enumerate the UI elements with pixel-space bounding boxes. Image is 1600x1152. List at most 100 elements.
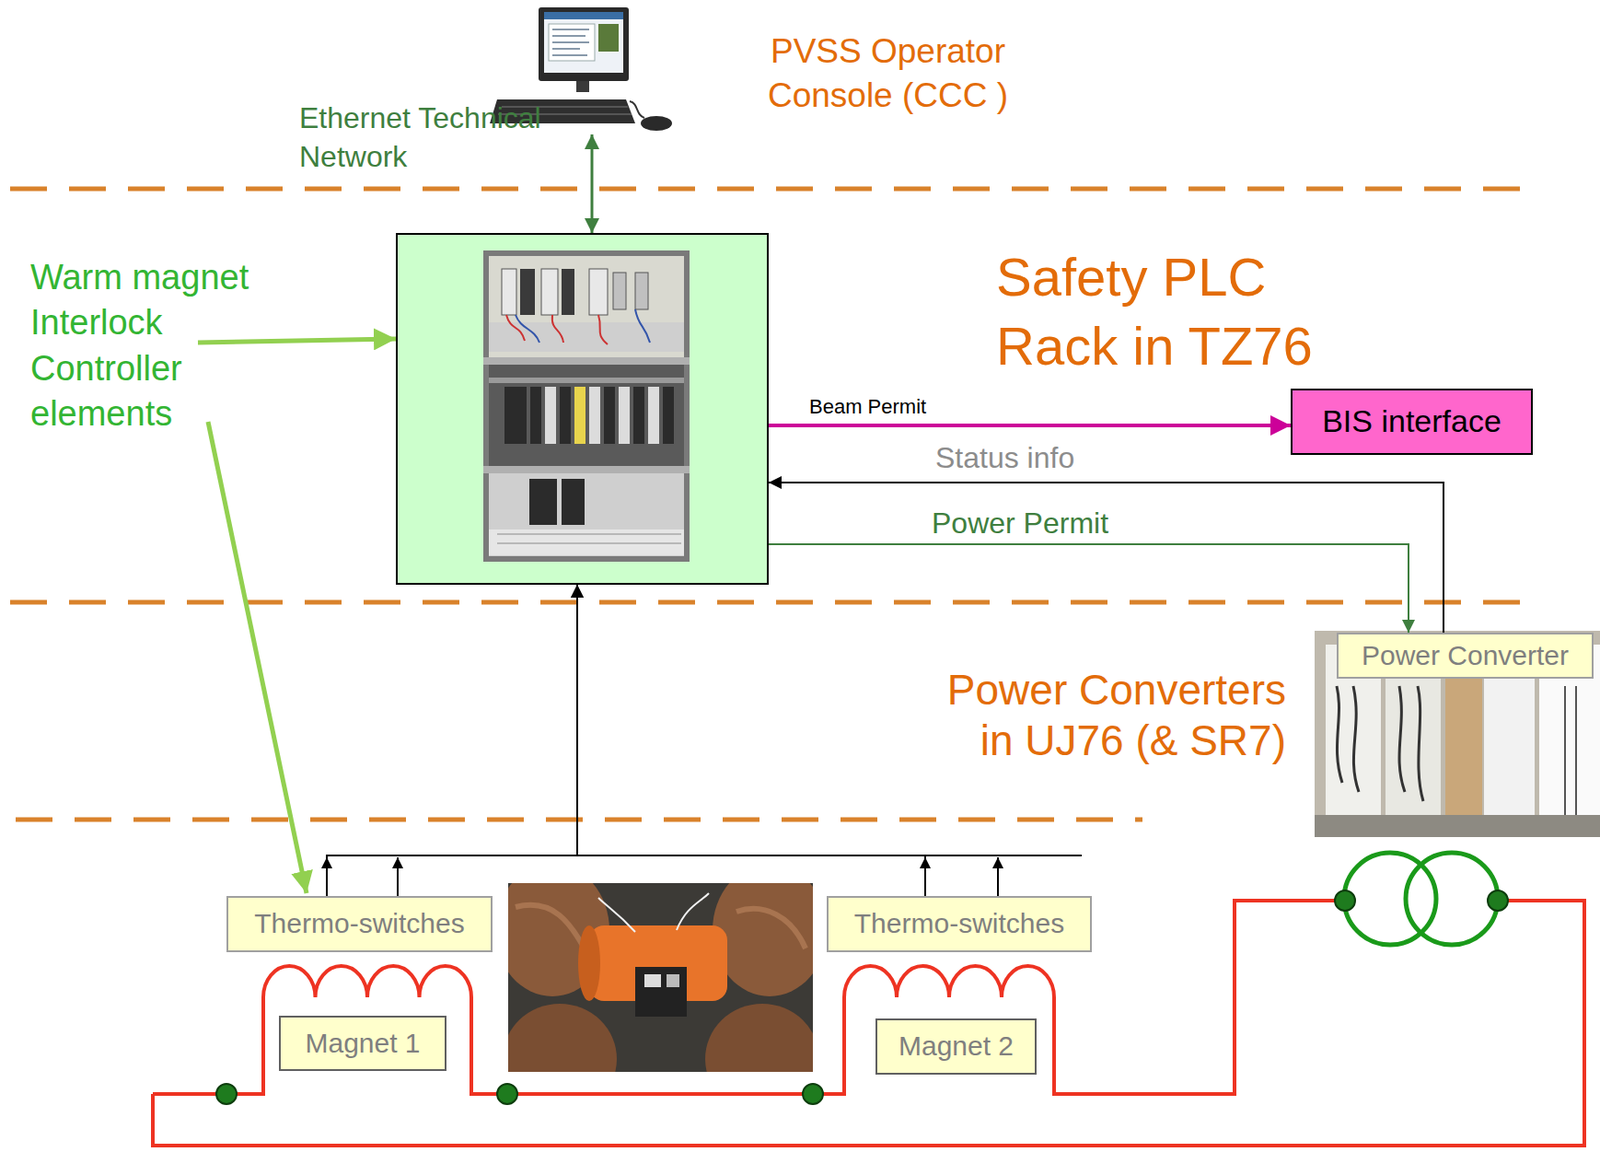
magnet-photo [508, 882, 813, 1072]
signal-arrow [768, 544, 1409, 633]
zone-divider [10, 600, 1542, 605]
plc-rack-photo [515, 309, 650, 343]
plc-rack-photo [603, 386, 615, 444]
node-text: Magnet 2 [898, 1030, 1014, 1063]
thermo-switch-box: Thermo-switches [826, 895, 1092, 952]
plc-rack-photo [488, 529, 685, 556]
console-monitor-icon [544, 11, 624, 20]
connector-label: Power Permit [931, 506, 1109, 541]
console-monitor-icon [538, 7, 629, 82]
console-monitor-icon [598, 23, 619, 52]
zone-divider [10, 186, 1542, 192]
plc-rack-photo [488, 322, 685, 352]
magnet-circuit-wire [152, 900, 1585, 1146]
power-converter-box: Power Converter [1336, 632, 1594, 679]
node-text: Thermo-switches [854, 907, 1065, 940]
plc-rack-photo [488, 255, 685, 358]
node-text: Thermo-switches [254, 907, 464, 940]
terminal-dot [802, 1083, 824, 1104]
signal-bus [396, 857, 399, 896]
magnet-label-box: Magnet 1 [278, 1015, 447, 1071]
connector-label: Beam Permit [809, 394, 927, 418]
plc-rack-photo [633, 386, 645, 444]
console-monitor-icon [552, 29, 590, 56]
signal-arrow [577, 584, 926, 896]
console-monitor-icon [629, 101, 645, 118]
plc-rack-photo [501, 268, 517, 315]
magnet-photo [705, 1003, 813, 1072]
plc-rack-photo [483, 357, 690, 365]
annotation-label: Warm magnet Interlock Controller element… [30, 255, 307, 438]
power-converter-photo [1314, 630, 1600, 837]
plc-rack-photo [635, 272, 649, 310]
leader-arrow [197, 338, 396, 893]
plc-rack-photo [613, 272, 627, 310]
plc-rack-photo [488, 473, 685, 557]
leader-arrow [197, 338, 396, 343]
zone-divider [10, 188, 1542, 820]
plc-rack-photo [589, 268, 608, 315]
plc-rack-photo [648, 386, 660, 444]
console-monitor-icon [576, 81, 590, 93]
plc-rack-photo [504, 386, 527, 444]
plc-rack-photo [483, 250, 690, 562]
transformer-symbol [1344, 852, 1498, 945]
leader-arrow [208, 421, 307, 893]
magnet-circuit-wire [152, 900, 1345, 1094]
magnet-photo [635, 966, 687, 1017]
terminal-dot [1487, 890, 1508, 911]
zone-divider [15, 817, 1143, 823]
plc-rack-photo [488, 377, 685, 383]
node-text: BIS interface [1321, 403, 1502, 440]
zone-label: Power Converters in UJ76 (& SR7) [917, 664, 1287, 766]
signal-bus [997, 857, 999, 896]
connector-group [326, 134, 1444, 896]
node-text: Power Converter [1361, 639, 1569, 673]
console-monitor-icon [640, 115, 673, 131]
magnet-photo [712, 882, 813, 997]
plc-rack-photo [529, 478, 557, 525]
plc-rack-photo [574, 386, 586, 444]
console-monitor-icon [544, 11, 624, 73]
plc-rack-photo [506, 314, 608, 345]
plc-rack-photo [541, 268, 558, 315]
signal-arrow [326, 584, 578, 896]
terminal-dot [216, 890, 1508, 1104]
signal-arrow [768, 482, 1444, 633]
plc-rack-photo [483, 465, 690, 474]
power-converter-photo [1314, 814, 1600, 837]
node-text: Magnet 1 [304, 1027, 420, 1060]
thermo-switch-box: Thermo-switches [226, 895, 493, 952]
power-converter-photo [1565, 685, 1577, 815]
connector-label: Status info [935, 440, 1075, 476]
transformer-symbol [1405, 852, 1498, 945]
plc-rack-photo [530, 386, 542, 444]
power-converter-photo [1314, 630, 1600, 837]
plc-rack-photo [618, 386, 630, 444]
plc-rack-photo [520, 268, 535, 315]
safety-plc-rack: Safety PLC Rack in TZ76 [395, 232, 769, 585]
magnet-photo [644, 973, 661, 987]
power-converter-photo [1336, 685, 1424, 801]
console-monitor-icon [548, 23, 595, 61]
terminal-dot [1334, 890, 1356, 911]
plc-rack-photo [544, 386, 557, 444]
terminal-dot [216, 1083, 237, 1104]
plc-rack-photo [483, 250, 690, 562]
magnet-label-box: Magnet 2 [875, 1018, 1037, 1075]
rack-background [395, 232, 769, 585]
plc-rack-photo [497, 533, 682, 544]
transformer-symbol [1344, 852, 1437, 945]
bis-interface-box: BIS interface [1290, 388, 1533, 455]
magnet-photo [508, 1003, 617, 1072]
magnet-circuit-wire [152, 900, 1585, 1146]
signal-arrow [768, 423, 1291, 428]
magnet-photo [666, 973, 680, 987]
plc-rack-photo [561, 268, 575, 315]
connector-label: Ethernet Technical Network [299, 99, 576, 176]
magnet-photo [578, 925, 601, 1001]
node-text: Safety PLC Rack in TZ76 [996, 242, 1383, 382]
